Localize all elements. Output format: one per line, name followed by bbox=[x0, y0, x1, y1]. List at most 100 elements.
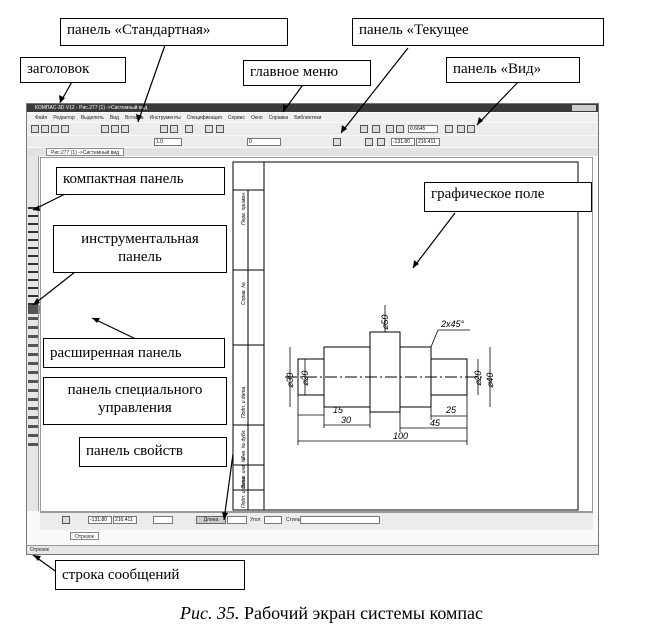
menu-libraries[interactable]: Библиотеки bbox=[294, 115, 322, 121]
callout-standard-panel: панель «Стандартная» bbox=[60, 18, 288, 46]
status-text: Отрезок bbox=[30, 547, 49, 553]
document-tab-strip bbox=[27, 148, 598, 156]
menu-window[interactable]: Окно bbox=[250, 115, 263, 121]
view-panel-icon-1[interactable] bbox=[467, 125, 475, 133]
callout-special-panel: панель специального управления bbox=[43, 377, 227, 425]
menu-service[interactable]: Сервис bbox=[227, 115, 245, 121]
copy-icon[interactable] bbox=[111, 125, 119, 133]
status-bar: Отрезок bbox=[27, 545, 598, 554]
callout-tool-panel-text: инструментальная панель bbox=[81, 231, 199, 265]
dim-d20-right: ⌀20 bbox=[473, 371, 483, 386]
callout-view-panel: панель «Вид» bbox=[446, 57, 580, 83]
dim-100: 100 bbox=[393, 431, 408, 441]
cut-icon[interactable] bbox=[101, 125, 109, 133]
side-label-3: Подп. и дата bbox=[241, 386, 247, 418]
standard-toolbar bbox=[27, 123, 598, 135]
zoom-out-icon[interactable] bbox=[372, 125, 380, 133]
dim-25: 25 bbox=[445, 405, 457, 415]
figure-caption: Рис. 35. Рабочий экран системы компас bbox=[0, 603, 663, 624]
callout-title-text: заголовок bbox=[27, 61, 90, 77]
manager-icon[interactable] bbox=[185, 125, 193, 133]
menu-file[interactable]: Файл bbox=[35, 115, 48, 121]
refresh-icon[interactable] bbox=[457, 125, 465, 133]
callout-title: заголовок bbox=[20, 57, 126, 83]
paste-icon[interactable] bbox=[121, 125, 129, 133]
prop-y-field[interactable]: 216.411 bbox=[113, 516, 137, 524]
menu-select[interactable]: Выделить bbox=[80, 115, 104, 121]
help-pointer-icon[interactable] bbox=[216, 125, 224, 133]
menu-insert[interactable]: Вставка bbox=[124, 115, 144, 121]
window-controls[interactable] bbox=[572, 105, 596, 111]
zoom-scale-icon[interactable] bbox=[396, 125, 404, 133]
menu-spec[interactable]: Спецификация bbox=[186, 115, 222, 121]
callout-tool-panel: инструментальная панель bbox=[53, 225, 227, 273]
undo-icon[interactable] bbox=[160, 125, 168, 133]
style-label: Стиль bbox=[286, 517, 301, 523]
zoom-in-icon[interactable] bbox=[360, 125, 368, 133]
callout-extended-panel: расширенная панель bbox=[43, 338, 225, 368]
grid-icon[interactable] bbox=[333, 138, 341, 146]
open-icon[interactable] bbox=[41, 125, 49, 133]
zoom-value-field[interactable]: 0.6645 bbox=[408, 125, 438, 133]
dim-d40: ⌀40 bbox=[485, 373, 495, 388]
side-label-2: Справ. № bbox=[241, 282, 247, 305]
callout-graphic-field-text: графическое поле bbox=[431, 186, 545, 202]
length-field[interactable] bbox=[227, 516, 247, 524]
side-label-4: Инв. № дубл. bbox=[241, 429, 247, 460]
new-icon[interactable] bbox=[31, 125, 39, 133]
callout-compact-panel-text: компактная панель bbox=[63, 171, 184, 187]
prop-x-field[interactable]: -131.80 bbox=[88, 516, 112, 524]
ortho-icon[interactable] bbox=[377, 138, 385, 146]
local-cs-icon[interactable] bbox=[365, 138, 373, 146]
dim-45: 45 bbox=[430, 418, 441, 428]
fx-icon[interactable] bbox=[205, 125, 213, 133]
menu-edit[interactable]: Редактор bbox=[53, 115, 75, 121]
coord-x-field[interactable]: -131.80 bbox=[391, 138, 415, 146]
dimension-lines bbox=[289, 305, 491, 445]
save-icon[interactable] bbox=[51, 125, 59, 133]
print-icon[interactable] bbox=[61, 125, 69, 133]
menu-help[interactable]: Справка bbox=[268, 115, 289, 121]
length-label: Длина bbox=[203, 517, 219, 523]
dim-15: 15 bbox=[333, 405, 344, 415]
point-icon[interactable] bbox=[62, 516, 70, 524]
title-bar: КОМПАС-3D V12 - Рис.277 (1) ->Системный … bbox=[27, 104, 598, 112]
compact-panel-buttons[interactable] bbox=[28, 205, 38, 305]
callout-arrows bbox=[32, 44, 521, 574]
length-button[interactable]: Длина bbox=[196, 516, 226, 524]
figure-number: Рис. 35. bbox=[179, 603, 240, 623]
pan-icon[interactable] bbox=[445, 125, 453, 133]
callout-graphic-field: графическое поле bbox=[424, 182, 592, 212]
callout-properties-panel: панель свойств bbox=[79, 437, 227, 467]
menu-view[interactable]: Вид bbox=[109, 115, 119, 121]
properties-tab-label: Отрезок bbox=[75, 534, 94, 540]
redo-icon[interactable] bbox=[170, 125, 178, 133]
scale-field[interactable]: 1.0 bbox=[154, 138, 182, 146]
active-tool-highlight[interactable] bbox=[28, 305, 38, 314]
callout-compact-panel: компактная панель bbox=[56, 167, 225, 195]
layer-field[interactable]: 0 bbox=[247, 138, 281, 146]
dim-d50: ⌀50 bbox=[380, 315, 390, 330]
callout-extended-panel-text: расширенная панель bbox=[50, 345, 182, 361]
shaft-outline bbox=[297, 331, 468, 413]
document-tab[interactable]: Рис.277 (1) ->Системный вид bbox=[46, 148, 125, 156]
callout-message-line: строка сообщений bbox=[55, 560, 245, 590]
side-label-5: Взам. инв. № bbox=[241, 456, 247, 488]
properties-tab[interactable]: Отрезок bbox=[70, 532, 99, 540]
tool-panel-buttons[interactable] bbox=[28, 315, 38, 450]
main-menu-bar: Файл Редактор Выделить Вид Вставка Инстр… bbox=[27, 113, 598, 122]
style-select[interactable] bbox=[300, 516, 380, 524]
dim-d20-left: ⌀20 bbox=[300, 371, 310, 386]
menu-tools[interactable]: Инструменты bbox=[149, 115, 181, 121]
side-label-6: Подп. и дата bbox=[241, 476, 247, 508]
dim-30: 30 bbox=[341, 415, 351, 425]
point2-field[interactable] bbox=[153, 516, 173, 524]
arrow-heads bbox=[33, 95, 483, 561]
callout-main-menu: главное меню bbox=[243, 60, 371, 86]
document-tab-label: Рис.277 (1) ->Системный вид bbox=[51, 150, 120, 156]
figure-caption-text: Рабочий экран системы компас bbox=[239, 603, 484, 623]
zoom-window-icon[interactable] bbox=[386, 125, 394, 133]
coord-y-field[interactable]: 216.411 bbox=[416, 138, 440, 146]
angle-field[interactable] bbox=[264, 516, 282, 524]
